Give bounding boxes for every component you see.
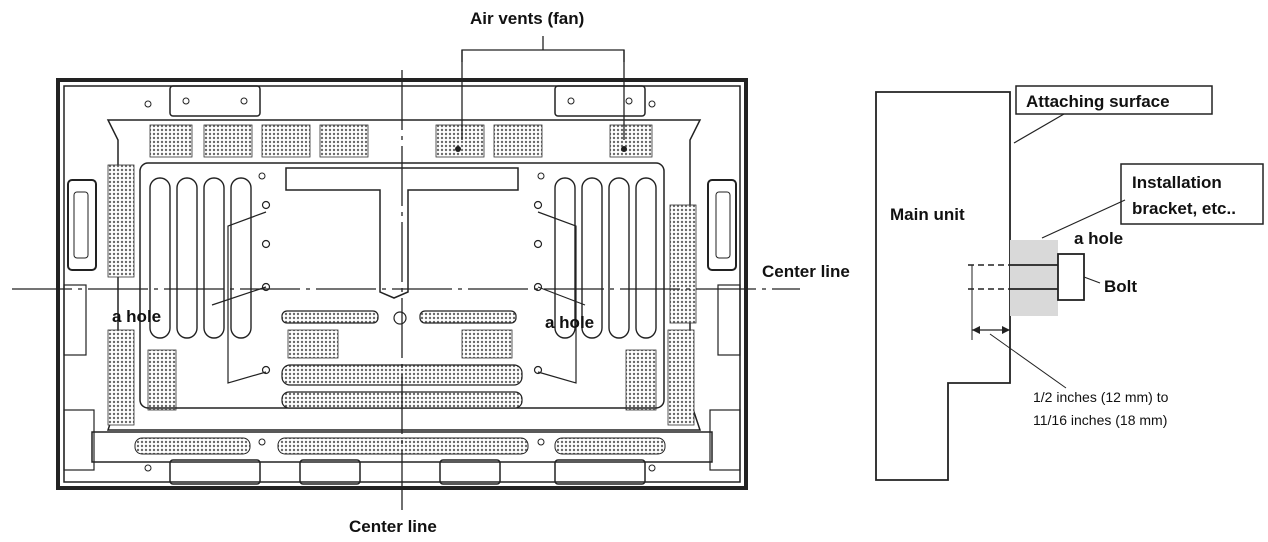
air-vents-side xyxy=(107,164,697,426)
hole-label: a hole xyxy=(1074,229,1123,248)
center-line-vertical-label: Center line xyxy=(349,517,437,536)
installation-bracket-box xyxy=(1120,163,1264,225)
air-vents-top xyxy=(149,124,653,158)
hole-label-right: a hole xyxy=(545,313,594,332)
air-vents-leader xyxy=(461,36,625,140)
bracket-label-line1: Installation xyxy=(1132,173,1222,192)
main-unit-label: Main unit xyxy=(890,205,965,224)
hole-label-left: a hole xyxy=(112,307,161,326)
main-unit-body xyxy=(875,91,1011,481)
bolt-label: Bolt xyxy=(1104,277,1137,296)
installation-bracket xyxy=(1010,240,1058,316)
center-line-horizontal-label: Center line xyxy=(762,262,850,281)
bolt xyxy=(968,253,1101,340)
hole-leader-lines xyxy=(211,211,586,384)
attaching-surface-box xyxy=(1015,85,1213,115)
depth-label-line2: 11/16 inches (18 mm) xyxy=(1033,412,1167,428)
bottom-bracket-mid xyxy=(299,459,501,485)
air-vents-label: Air vents (fan) xyxy=(470,9,584,28)
side-handle-left xyxy=(67,179,97,271)
rails-left xyxy=(149,177,252,339)
attaching-surface-label: Attaching surface xyxy=(1026,92,1170,111)
depth-dimension xyxy=(972,326,1067,389)
mounting-holes xyxy=(144,100,656,472)
side-handle-right xyxy=(707,179,737,271)
mounting-cross-section: Attaching surface Installation bracket, … xyxy=(875,85,1264,481)
bottom-bracket-left xyxy=(169,459,261,485)
top-bracket-right xyxy=(554,85,646,117)
rails-right xyxy=(554,177,657,339)
bracket-label-line2: bracket, etc.. xyxy=(1132,199,1236,218)
bottom-bracket-right xyxy=(554,459,646,485)
depth-label-line1: 1/2 inches (12 mm) to xyxy=(1033,389,1169,405)
display-rear-panel: Air vents (fan) a hole a hole Center lin… xyxy=(12,9,850,536)
top-bracket-left xyxy=(169,85,261,117)
